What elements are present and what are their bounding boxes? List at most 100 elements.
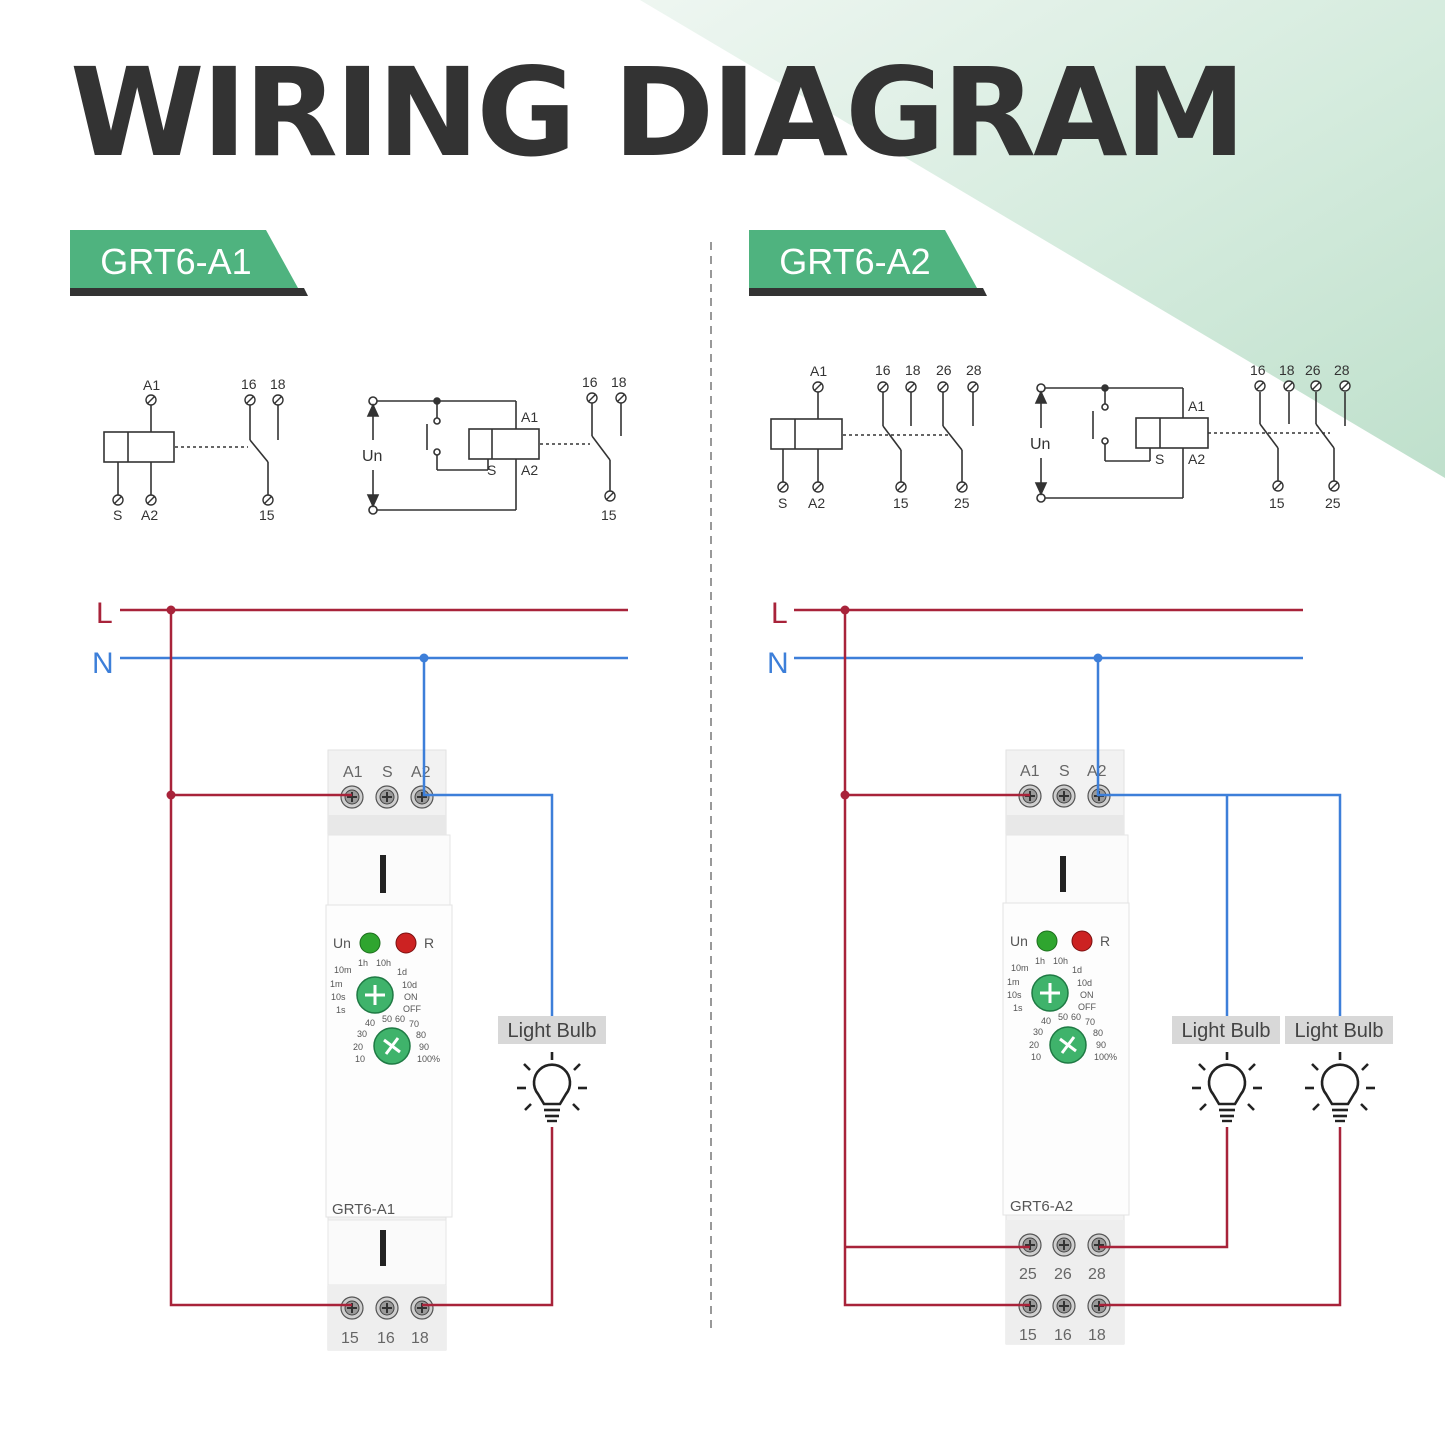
dial-label: OFF bbox=[1078, 1002, 1096, 1012]
model-tag-label: GRT6-A1 bbox=[100, 241, 252, 282]
junction-dot bbox=[840, 605, 850, 615]
dial-label: 1h bbox=[358, 958, 368, 968]
load-label-box bbox=[498, 1016, 606, 1044]
sch-label: 18 bbox=[611, 374, 627, 390]
supply-label: Un bbox=[1030, 436, 1050, 453]
indicator-label: Un bbox=[1010, 933, 1028, 949]
sch-label: A1 bbox=[1188, 398, 1205, 414]
sch-label: 15 bbox=[1269, 495, 1285, 511]
junction-dot bbox=[166, 605, 176, 615]
relay-led-icon bbox=[395, 932, 417, 954]
relay-led-icon bbox=[1071, 930, 1093, 952]
din-slot bbox=[380, 1230, 386, 1266]
screw-terminal bbox=[375, 1296, 399, 1320]
wire-labels-a1: L N bbox=[92, 597, 114, 680]
dial-label: 90 bbox=[1096, 1040, 1106, 1050]
junction-dot bbox=[166, 790, 176, 800]
relay-device-a1-labels: A1 S A2 Un R 1h 10h 10m 1d 1m 10d 10s ON… bbox=[330, 764, 440, 1347]
device-model-label: GRT6-A1 bbox=[332, 1201, 395, 1218]
load-label: Light Bulb bbox=[1295, 1020, 1384, 1042]
dial-label: 10h bbox=[1053, 956, 1068, 966]
dial-label: 1m bbox=[1007, 977, 1020, 987]
dial-label: 90 bbox=[419, 1042, 429, 1052]
terminal-label: 16 bbox=[377, 1330, 395, 1347]
indicator-label: Un bbox=[333, 935, 351, 951]
dial-label: 10d bbox=[402, 980, 417, 990]
neutral-label: N bbox=[92, 647, 114, 680]
load-label: Light Bulb bbox=[508, 1020, 597, 1042]
sch-label: 18 bbox=[905, 362, 921, 378]
sch-label: 28 bbox=[1334, 362, 1350, 378]
schematic-circuit-a2-labels: Un A1 S A2 16 18 26 28 15 25 bbox=[1030, 362, 1350, 511]
load-a2-2: Light Bulb bbox=[1285, 1016, 1393, 1123]
dial-label: 1d bbox=[1072, 965, 1082, 975]
dial-label: 1d bbox=[397, 967, 407, 977]
dial-label: 40 bbox=[365, 1018, 375, 1028]
screw-terminal bbox=[340, 785, 364, 809]
sch-label: S bbox=[487, 462, 496, 478]
dial-label: 80 bbox=[1093, 1028, 1103, 1038]
terminal-label: A1 bbox=[1020, 763, 1040, 780]
junction-dot bbox=[840, 790, 850, 800]
dial-label: 30 bbox=[357, 1029, 367, 1039]
light-bulb-icon bbox=[1303, 1050, 1377, 1123]
wiring-a1 bbox=[120, 605, 628, 1307]
sch-label: 26 bbox=[936, 362, 952, 378]
sch-label: 15 bbox=[601, 507, 617, 523]
sch-label: S bbox=[1155, 451, 1164, 467]
dial-label: 100% bbox=[1094, 1052, 1117, 1062]
terminal-label: 15 bbox=[1019, 1327, 1037, 1344]
sch-label: A1 bbox=[810, 363, 827, 379]
indicator-label: R bbox=[1100, 933, 1110, 949]
terminal-label: 15 bbox=[341, 1330, 359, 1347]
screw-terminal bbox=[375, 785, 399, 809]
sch-label: 16 bbox=[582, 374, 598, 390]
screw-terminal bbox=[410, 1296, 434, 1320]
terminal-label: 18 bbox=[411, 1330, 429, 1347]
schematic-circuit-a2 bbox=[1034, 380, 1351, 503]
sch-label: 16 bbox=[1250, 362, 1266, 378]
indicator-label: R bbox=[424, 935, 434, 951]
tag-shape bbox=[70, 230, 308, 296]
terminal-label: A1 bbox=[343, 764, 363, 781]
load-a1: Light Bulb bbox=[498, 1016, 606, 1123]
dial-label: 10m bbox=[334, 965, 352, 975]
sch-label: 18 bbox=[270, 376, 286, 392]
schematic-symbol-a2 bbox=[770, 381, 979, 493]
dial-label: 70 bbox=[409, 1019, 419, 1029]
sch-label: A2 bbox=[521, 462, 538, 478]
dial-label: 10s bbox=[331, 992, 346, 1002]
dial-label: 60 bbox=[1071, 1012, 1081, 1022]
sch-label: 15 bbox=[893, 495, 909, 511]
junction-dot bbox=[1093, 653, 1103, 663]
dial-label: 10m bbox=[1011, 963, 1029, 973]
schematic-symbol-a1-labels: A1 S A2 16 18 15 bbox=[113, 376, 286, 523]
dial-label: 20 bbox=[353, 1042, 363, 1052]
junction-dot bbox=[419, 653, 429, 663]
screw-terminal bbox=[1087, 1233, 1111, 1257]
schematic-symbol-a2-labels: A1 S A2 16 18 26 28 15 25 bbox=[778, 362, 982, 511]
supply-label: Un bbox=[362, 448, 382, 465]
screw-terminal bbox=[1052, 1294, 1076, 1318]
dial-label: 80 bbox=[416, 1030, 426, 1040]
power-led-icon bbox=[359, 932, 381, 954]
terminal-label: A2 bbox=[411, 764, 431, 781]
light-bulb-icon bbox=[1190, 1050, 1264, 1123]
terminal-label: S bbox=[382, 764, 393, 781]
screw-terminal bbox=[1052, 784, 1076, 808]
sch-label: A2 bbox=[141, 507, 158, 523]
dial-label: 50 bbox=[1058, 1012, 1068, 1022]
screw-terminal bbox=[340, 1296, 364, 1320]
sch-label: 15 bbox=[259, 507, 275, 523]
terminal-label: 16 bbox=[1054, 1327, 1072, 1344]
dial-label: 1m bbox=[330, 979, 343, 989]
sch-label: 25 bbox=[1325, 495, 1341, 511]
sch-label: A2 bbox=[808, 495, 825, 511]
dial-label: 10 bbox=[355, 1054, 365, 1064]
terminal-label: S bbox=[1059, 763, 1070, 780]
terminal-label: 25 bbox=[1019, 1266, 1037, 1283]
sch-label: 28 bbox=[966, 362, 982, 378]
sch-label: S bbox=[113, 507, 122, 523]
sch-label: S bbox=[778, 495, 787, 511]
